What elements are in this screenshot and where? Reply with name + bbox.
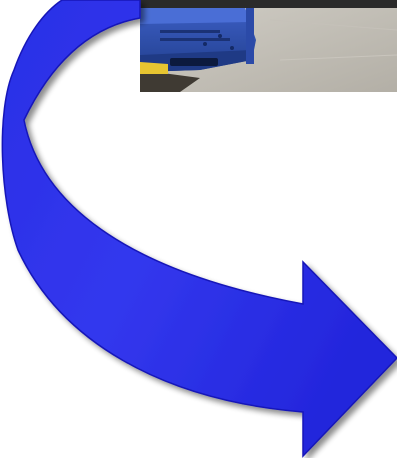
- slide-canvas: [0, 0, 397, 458]
- arrow-body: [2, 0, 397, 456]
- curved-arrow-icon: [0, 0, 397, 458]
